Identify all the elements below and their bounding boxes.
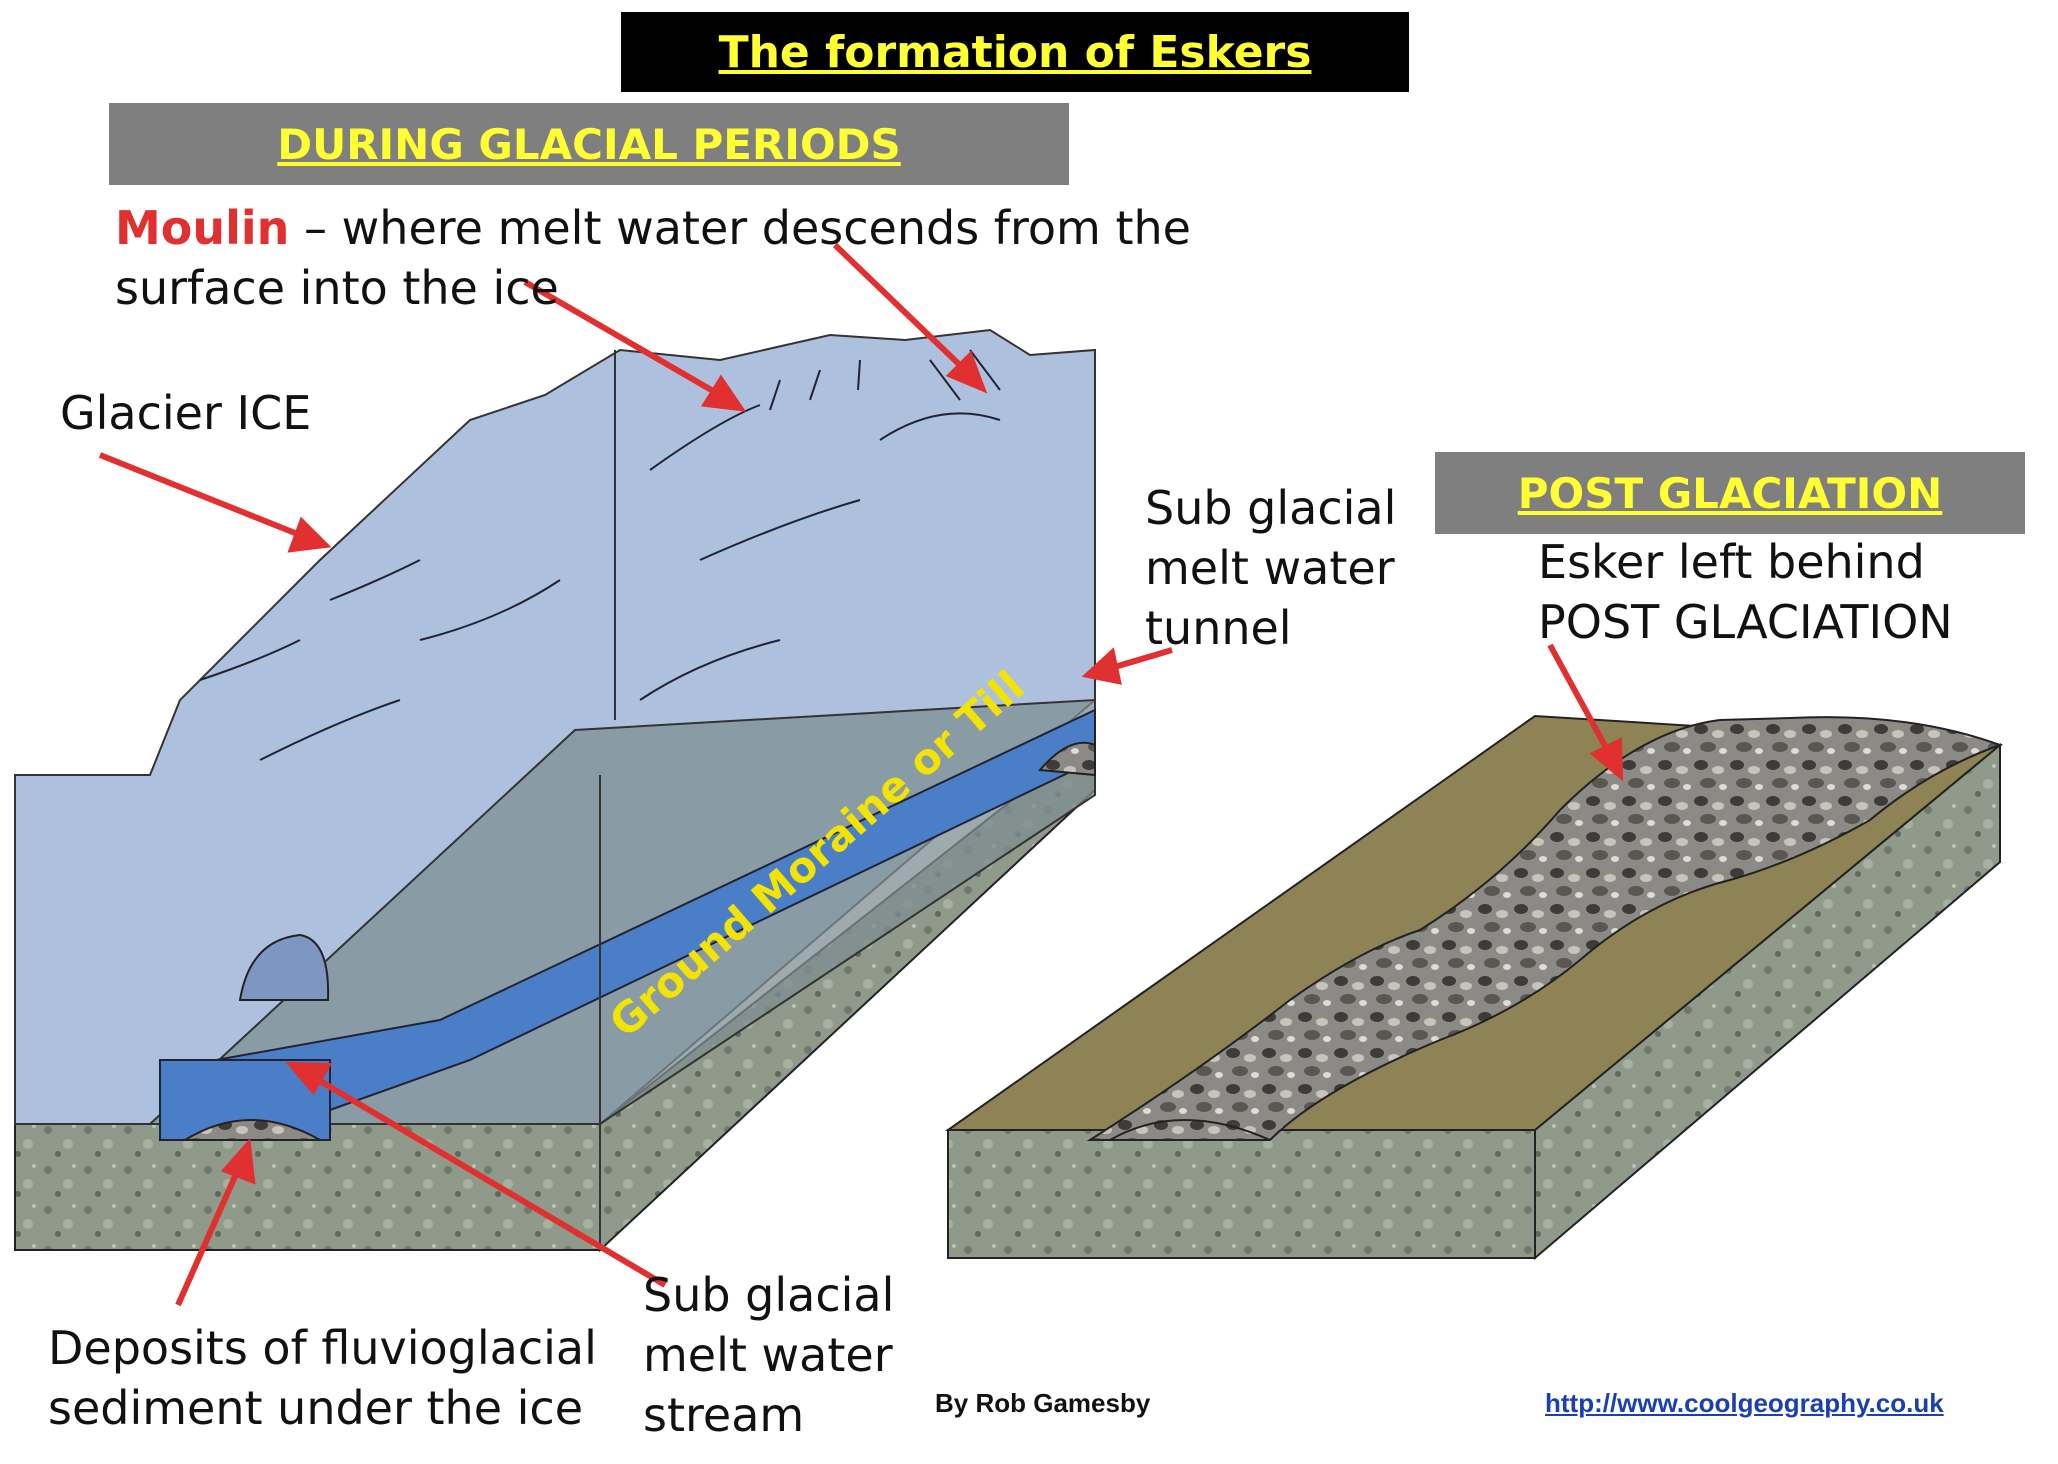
crevasse-lines [199, 349, 1001, 761]
deposits-line1: Deposits of fluvioglacial [48, 1321, 597, 1375]
coolgeography-link[interactable]: http://www.coolgeography.co.uk [1545, 1388, 1944, 1418]
post-banner: POST GLACIATION [1435, 452, 2025, 534]
tunnel-label: Sub glacial melt water tunnel [1145, 478, 1396, 658]
during-banner: DURING GLACIAL PERIODS [109, 103, 1069, 185]
title-banner: The formation of Eskers [621, 12, 1409, 92]
moulin-desc-line1: – where melt water descends from the [289, 201, 1191, 255]
during-text: DURING GLACIAL PERIODS [277, 119, 901, 169]
esker-line1: Esker left behind [1538, 535, 1925, 589]
stream-line3: stream [643, 1388, 805, 1442]
esker-ridge [1086, 716, 2003, 1141]
deposits-line2: sediment under the ice [48, 1381, 583, 1435]
credit-text: By Rob Gamesby [935, 1388, 1151, 1418]
glacier-ice-label: Glacier ICE [60, 386, 312, 440]
moulin-label: Moulin – where melt water descends from … [115, 198, 1191, 318]
right-ground-front [947, 1129, 1536, 1259]
tunnel-line2: melt water [1145, 541, 1395, 595]
tunnel-end-face [159, 1059, 331, 1141]
tunnel-line1: Sub glacial [1145, 481, 1397, 535]
esker-label: Esker left behind POST GLACIATION [1538, 532, 1953, 652]
stream-line2: melt water [643, 1328, 893, 1382]
deposits-label: Deposits of fluvioglacial sediment under… [48, 1318, 597, 1438]
esker-line2: POST GLACIATION [1538, 595, 1953, 649]
right-deposit [1106, 1119, 1271, 1141]
tunnel-arch [238, 933, 330, 1001]
stream-line1: Sub glacial [643, 1268, 895, 1322]
left-deposit [181, 1119, 324, 1141]
tunnel-line3: tunnel [1145, 601, 1292, 655]
tunnel-deposit [1037, 741, 1096, 777]
stream-label: Sub glacial melt water stream [643, 1265, 894, 1445]
moulin-desc-line2: surface into the ice [115, 261, 559, 315]
post-text: POST GLACIATION [1517, 468, 1943, 518]
left-ground-front [14, 1123, 601, 1251]
title-text: The formation of Eskers [718, 26, 1312, 78]
pointer-arrows [98, 242, 1624, 1307]
moulin-term: Moulin [115, 201, 290, 255]
